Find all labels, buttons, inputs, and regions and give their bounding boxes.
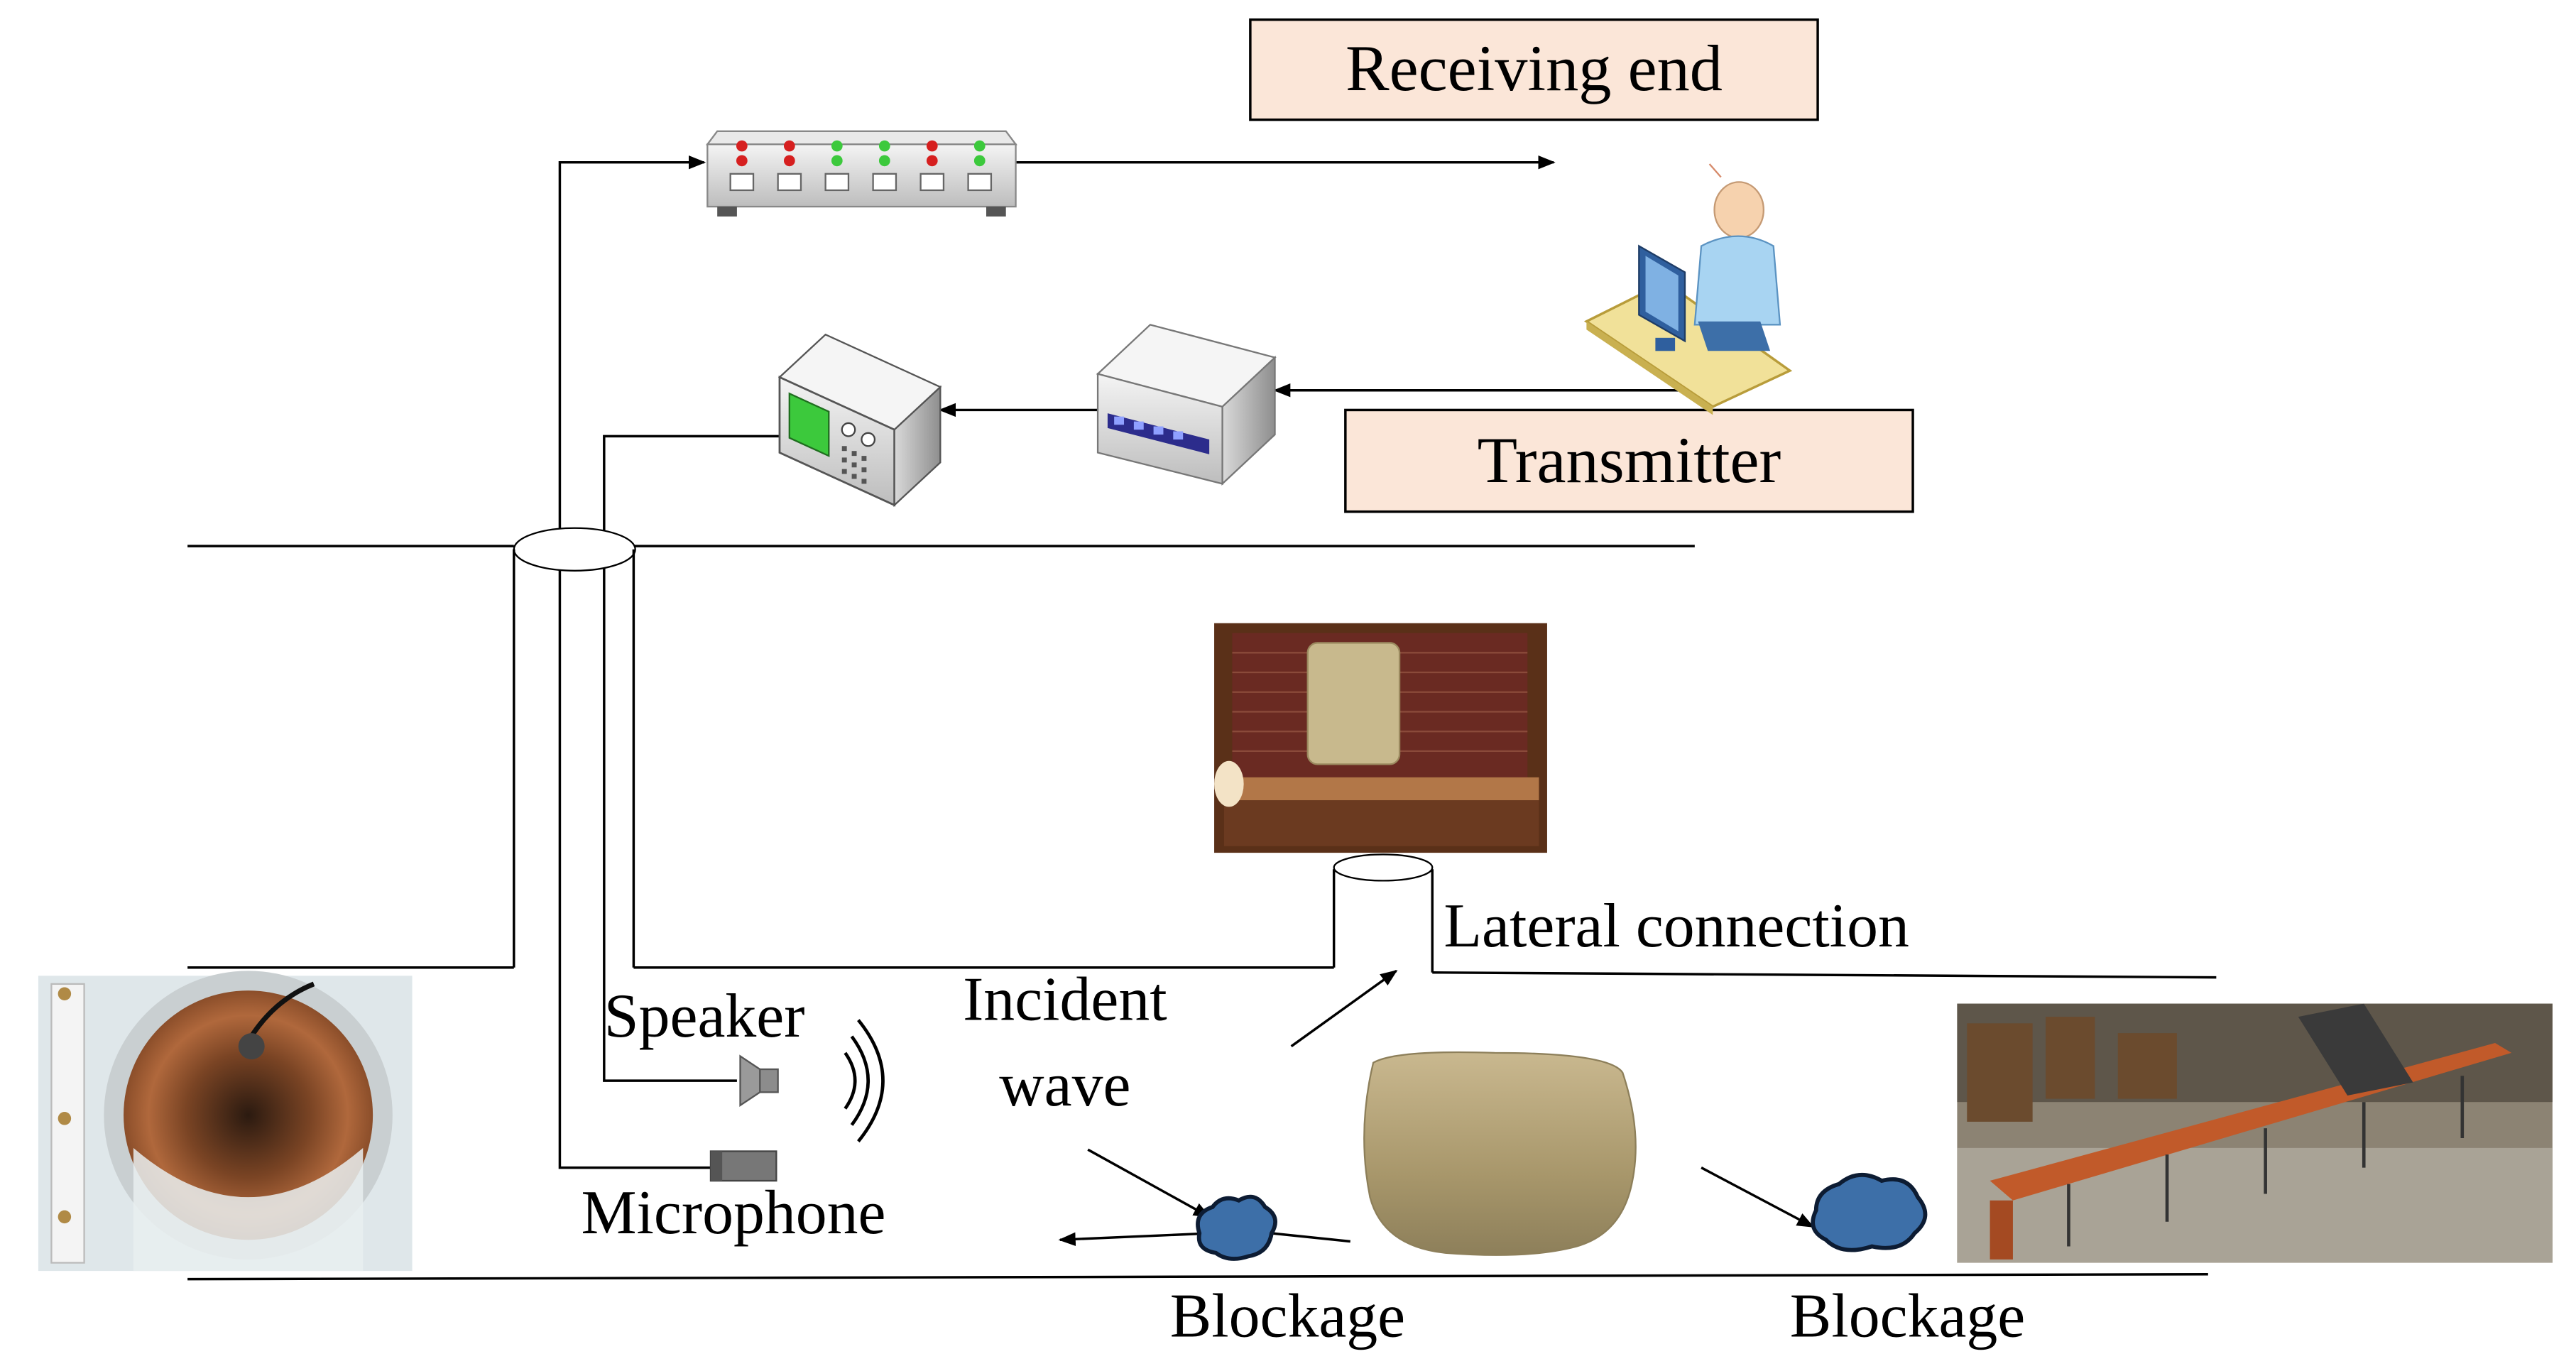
incident-wave-arrow [1290,969,1398,1048]
blockage-blob-icon [1196,1194,1277,1261]
speaker-label: Speaker [604,981,805,1050]
network-switch-icon [706,130,1017,217]
laboratory-rig-photo [1957,1003,2553,1263]
oscilloscope-icon [777,333,942,508]
blockage-label-2: Blockage [1790,1281,2025,1350]
pipe-end-photo [38,971,413,1272]
reflected-wave-tail [1271,1232,1350,1243]
signal-generator-icon [1096,324,1277,486]
microphone-label: Microphone [581,1178,885,1247]
speaker-icon [739,1019,885,1143]
test-section-photo [1214,623,1547,853]
pipe-bottom [187,1272,2208,1281]
microphone-icon [709,1150,777,1182]
manhole-opening [513,527,636,572]
computer-operator-icon [1583,163,1793,415]
blockage-sample-photo [1363,1051,1637,1256]
blockage-1-incoming-arrow [1087,1148,1211,1218]
lateral-opening [1333,853,1434,882]
incident-wave-label-line1: Incident [963,965,1167,1034]
pipe-top-right [1432,971,2217,979]
receiving-end-label: Receiving end [1346,32,1723,104]
receiving-end-box [1249,18,1819,121]
microphone-cable [558,155,711,1169]
blockage-2-incoming-arrow [1701,1167,1815,1228]
transmitter-label: Transmitter [1478,424,1781,496]
speaker-cable [603,435,780,1082]
lateral-connection-label: Lateral connection [1443,891,1909,960]
transmitter-box [1344,408,1914,513]
blockage-label-1: Blockage [1170,1281,1405,1350]
incident-wave-label-line2: wave [999,1050,1130,1119]
blockage-blob-icon [1811,1172,1928,1252]
